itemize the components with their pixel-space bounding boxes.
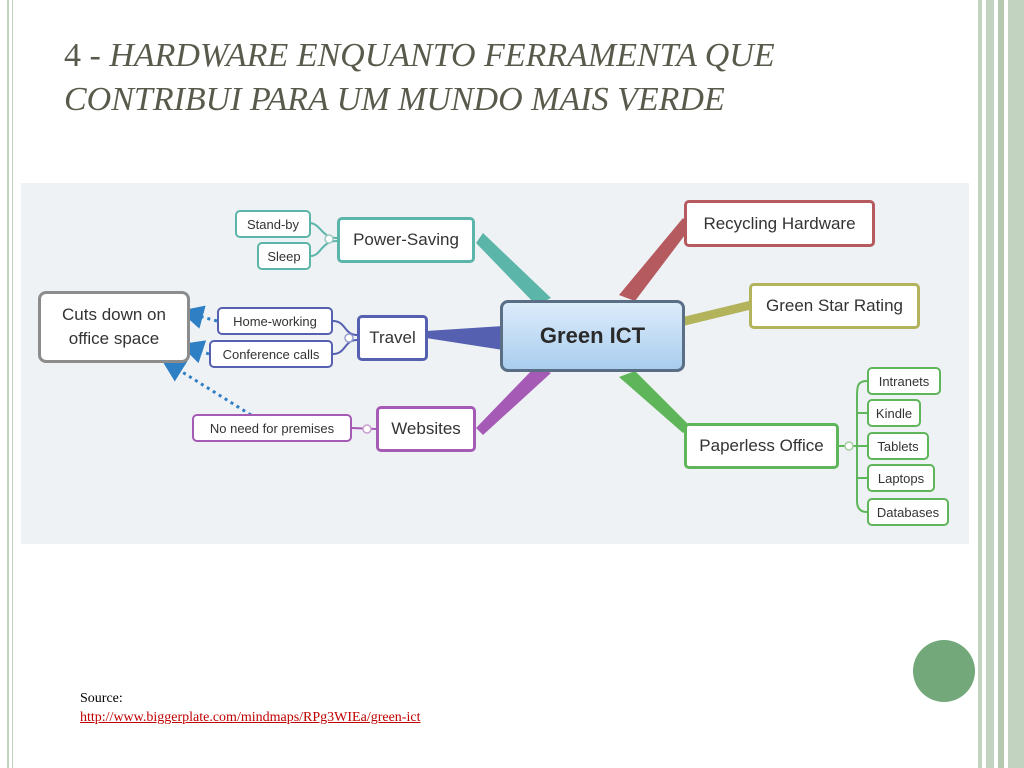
node-websites: Websites (376, 406, 476, 452)
node-conference-calls: Conference calls (209, 340, 333, 368)
connector-home-working (332, 320, 358, 336)
node-sleep-label: Sleep (267, 248, 301, 264)
node-power-saving-label: Power-Saving (353, 230, 459, 249)
decorative-green-circle (913, 640, 975, 702)
connector-paperless-bracket (856, 380, 868, 513)
branch-paperless (619, 371, 691, 433)
node-tablets-label: Tablets (877, 438, 919, 454)
node-databases-label: Databases (876, 504, 940, 520)
node-no-premises: No need for premises (192, 414, 352, 442)
node-home-working: Home-working (217, 307, 333, 335)
connector-conference (332, 339, 358, 355)
node-no-premises-label: No need for premises (209, 420, 335, 436)
branch-power-saving (476, 233, 551, 305)
title-text: HARDWARE ENQUANTO FERRAMENTA QUE CONTRIB… (64, 37, 775, 118)
node-power-saving: Power-Saving (337, 217, 475, 263)
node-paperless-office: Paperless Office (684, 423, 839, 469)
source-citation: Source: http://www.biggerplate.com/mindm… (80, 689, 470, 727)
connector-standby (308, 222, 338, 239)
node-tablets: Tablets (867, 432, 929, 460)
right-stripes (978, 0, 1024, 768)
node-travel-label: Travel (369, 328, 416, 347)
node-green-star-rating: Green Star Rating (749, 283, 920, 329)
node-green-star-rating-label: Green Star Rating (765, 296, 903, 315)
node-recycling-hardware-label: Recycling Hardware (703, 213, 856, 233)
branch-recycling (619, 218, 691, 301)
node-kindle-label: Kindle (875, 405, 913, 421)
title-number: 4 - (64, 37, 101, 74)
branch-websites (476, 366, 551, 435)
branch-green-star (683, 301, 749, 326)
arrow-no-premises (160, 358, 252, 417)
mindmap-connectors (160, 218, 868, 513)
node-conference-calls-label: Conference calls (222, 346, 320, 362)
source-label: Source: (80, 691, 123, 706)
node-green-ict: Green ICT (500, 300, 685, 372)
frame-left-line-1 (7, 0, 9, 768)
slide-title: 4 - HARDWARE ENQUANTO FERRAMENTA QUE CON… (64, 34, 944, 122)
node-laptops: Laptops (867, 464, 935, 492)
branch-travel (426, 326, 503, 350)
node-kindle: Kindle (867, 399, 921, 427)
node-recycling-hardware: Recycling Hardware (684, 200, 875, 247)
node-intranets: Intranets (867, 367, 941, 395)
node-standby-label: Stand-by (246, 216, 300, 232)
node-cuts-down-label: Cuts down on office space (62, 305, 166, 348)
node-databases: Databases (867, 498, 949, 526)
frame-left-line-2 (12, 0, 13, 768)
mindmap-diagram: Green ICT Power-Saving Stand-by Sleep Tr… (21, 183, 969, 544)
node-intranets-label: Intranets (878, 373, 930, 389)
node-paperless-office-label: Paperless Office (699, 436, 824, 455)
connector-sleep (310, 240, 338, 257)
node-websites-label: Websites (391, 419, 461, 438)
node-home-working-label: Home-working (233, 313, 317, 329)
arrow-home-working (179, 305, 218, 329)
node-standby: Stand-by (235, 210, 311, 238)
source-link[interactable]: http://www.biggerplate.com/mindmaps/RPg3… (80, 710, 421, 725)
node-green-ict-label: Green ICT (539, 323, 646, 348)
arrow-conference (179, 340, 210, 364)
node-cuts-down: Cuts down on office space (38, 291, 190, 363)
node-sleep: Sleep (257, 242, 311, 270)
node-laptops-label: Laptops (877, 470, 925, 486)
node-travel: Travel (357, 315, 428, 361)
